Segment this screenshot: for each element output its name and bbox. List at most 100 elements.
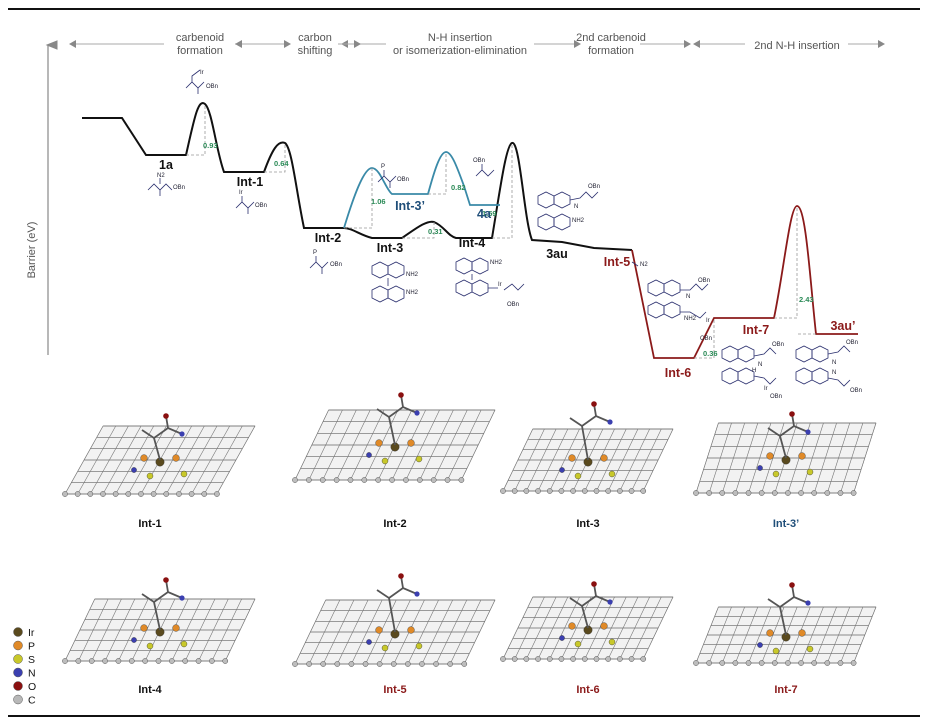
- barrier-guides: [186, 104, 816, 359]
- ir-text-int1: Ir: [239, 190, 243, 196]
- lattice-column: [813, 606, 837, 664]
- nitrogen-atom: [607, 599, 613, 605]
- state-labels: 1a Int-1 Int-2 Int-3 Int-3’ Int-4 4a 3au…: [159, 158, 855, 380]
- carbon-atom: [461, 661, 468, 667]
- n-text-int5: N: [686, 294, 690, 300]
- obn-text-1a: OBn: [173, 185, 185, 191]
- lattice-column: [191, 425, 230, 495]
- nitrogen-atom: [131, 637, 137, 643]
- label-3au-prime: 3au’: [830, 319, 855, 333]
- sulfur-atom: [772, 470, 780, 478]
- carbon-atom: [605, 488, 612, 494]
- carbon-atom: [811, 660, 818, 666]
- carbon-atom: [732, 660, 739, 666]
- oxygen-atom: [789, 582, 795, 588]
- carbon-atom: [546, 656, 553, 662]
- nitrogen-atom: [607, 419, 613, 425]
- lattice-column: [90, 425, 129, 495]
- carbon-atom: [75, 658, 82, 664]
- lattice-column: [708, 606, 732, 664]
- lattice-column: [153, 425, 192, 495]
- lattice-column: [308, 599, 341, 665]
- ir-text-int4: Ir: [498, 282, 502, 288]
- oxygen-atom: [591, 401, 597, 407]
- carbon-atom: [824, 660, 831, 666]
- molecule-4a: OBn: [473, 158, 495, 177]
- snapshot-int-4: [62, 577, 256, 664]
- carbon-atom: [581, 656, 588, 662]
- carbon-atom: [628, 656, 635, 662]
- caption-int-3: Int-3: [576, 518, 599, 530]
- phase-2-line2: shifting: [298, 45, 333, 57]
- h-text-int6: H: [752, 368, 756, 374]
- legend-swatch-p: [13, 640, 23, 651]
- phosphorus-atom: [568, 622, 576, 630]
- carbon-atom: [706, 490, 712, 496]
- carbon-atom: [430, 477, 437, 483]
- lattice-column: [607, 428, 639, 492]
- lattice-column: [461, 409, 496, 481]
- lattice-column: [827, 606, 851, 664]
- phase-5-line1: 2nd N-H insertion: [754, 40, 840, 52]
- sulfur-atom: [415, 642, 423, 650]
- carbon-atom: [581, 488, 588, 494]
- snapshot-captions: Int-1 Int-2 Int-3 Int-3’ Int-4 Int-5 Int…: [138, 518, 799, 696]
- nh2-text-int3-a: NH2: [406, 272, 419, 278]
- lattice-column: [294, 599, 326, 665]
- phosphorus-atom: [600, 454, 608, 462]
- carbon-atom: [195, 658, 202, 664]
- phase-4-line1: 2nd carbenoid: [576, 32, 646, 44]
- legend-label-s: S: [28, 654, 35, 666]
- sulfur-atom: [806, 645, 814, 653]
- carbon-atom: [745, 660, 752, 666]
- carbon-atom: [334, 661, 341, 667]
- sulfur-atom: [772, 647, 780, 655]
- sulfur-atom: [146, 472, 154, 480]
- barrier-6: 1.59: [482, 209, 497, 218]
- lattice-column: [350, 409, 385, 481]
- nitrogen-atom: [805, 600, 811, 606]
- phosphorus-atom: [407, 626, 415, 634]
- carbon-atom: [100, 491, 106, 497]
- nh2-text-int5: NH2: [684, 316, 697, 322]
- obn-text-3au: OBn: [588, 184, 600, 190]
- lattice-column: [104, 598, 136, 662]
- lattice-column: [708, 422, 732, 494]
- snapshot-int-6: [500, 581, 674, 662]
- carbon-atom: [558, 488, 565, 494]
- carbon-atom: [798, 660, 804, 666]
- phosphorus-atom: [600, 622, 608, 630]
- nh2-text-int3-b: NH2: [406, 290, 419, 296]
- molecule-3au-prime: N N OBn OBn: [795, 340, 862, 394]
- sulfur-atom: [574, 640, 582, 648]
- oxygen-atom: [789, 411, 795, 417]
- lattice-column: [118, 598, 149, 662]
- carbon-atom: [719, 490, 726, 496]
- lattice-column: [827, 422, 851, 494]
- lattice-column: [337, 599, 369, 665]
- label-int-6: Int-6: [665, 366, 691, 380]
- carbon-atom: [87, 491, 94, 497]
- carbon-atom: [347, 477, 354, 483]
- obn-text-int1: OBn: [255, 203, 267, 209]
- carbon-atom: [523, 656, 530, 662]
- carbon-atom: [719, 660, 726, 666]
- carbon-atom: [433, 661, 439, 667]
- molecule-int2: P OBn: [309, 250, 342, 274]
- lattice-column: [294, 409, 329, 481]
- lattice-column: [203, 425, 243, 495]
- carbon-atom: [617, 488, 623, 494]
- carbon-atom: [88, 658, 95, 664]
- molecule-int3: NH2 NH2: [371, 261, 419, 303]
- lattice-column: [800, 422, 824, 494]
- carbon-atom: [511, 488, 518, 494]
- phosphorus-atom: [375, 626, 383, 634]
- lattice-column: [78, 598, 109, 662]
- carbon-atom: [785, 660, 791, 666]
- legend-swatch-s: [13, 654, 23, 664]
- obn-text-int4: OBn: [507, 302, 519, 308]
- lattice-column: [405, 409, 440, 481]
- phase-2-line1: carbon: [298, 32, 332, 44]
- phosphorus-atom: [798, 629, 806, 637]
- carbon-atom: [640, 656, 647, 662]
